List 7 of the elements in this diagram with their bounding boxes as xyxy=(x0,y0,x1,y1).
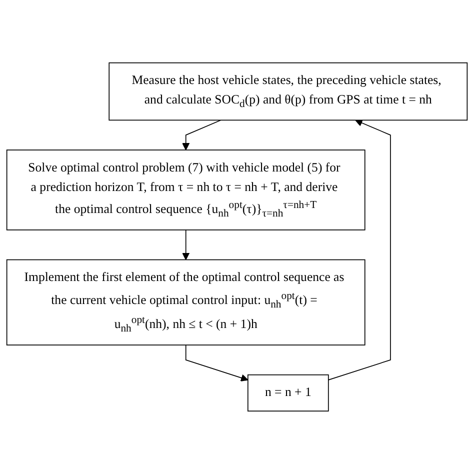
arrow xyxy=(185,344,248,382)
arrow xyxy=(182,230,190,260)
node-box: Implement the first element of the optimal control sequence as the current vehicle optimal control input: u$_{nh}$$^{opt}$(t) = u$_{nh}$$^{opt}$(nh), nh ≤ t < (n + 1)h xyxy=(6,259,366,346)
node-box: Measure the host vehicle states, the preceding vehicle states, and calculate SOC$_{d}$(p) and θ(p) from GPS at time t = nh xyxy=(108,62,468,121)
node-box: n = n + 1 xyxy=(247,374,329,412)
arrow xyxy=(328,119,391,380)
arrow xyxy=(182,120,222,150)
